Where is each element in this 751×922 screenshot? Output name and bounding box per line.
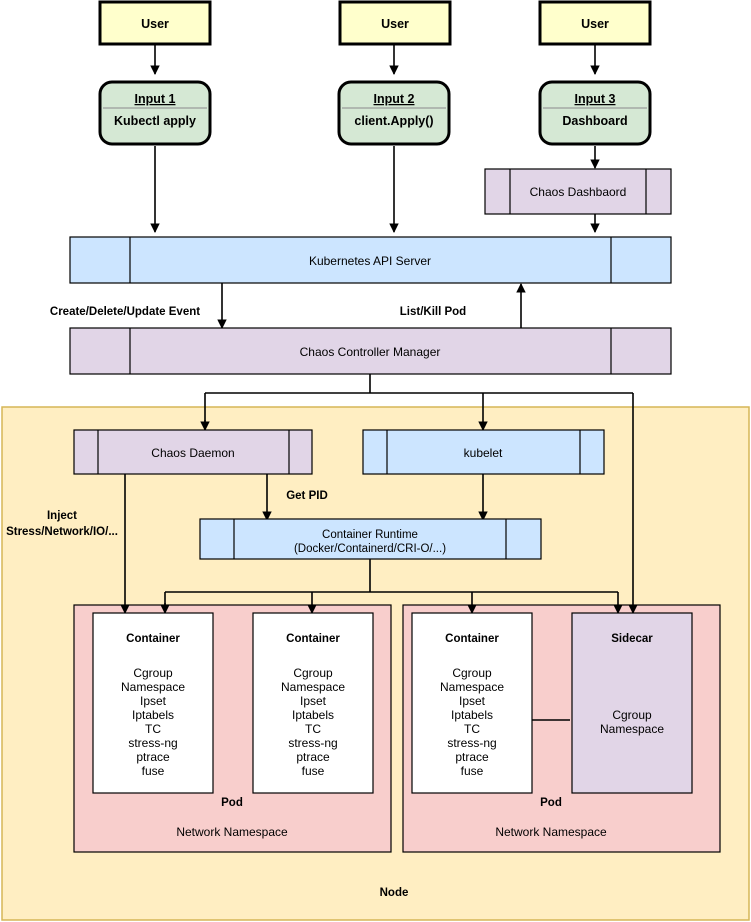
pod-1-label: Pod (221, 797, 243, 809)
container-2-item-0: Cgroup (293, 666, 333, 680)
input-2-body: client.Apply() (354, 114, 433, 128)
chaos-dashboard-box[interactable]: Chaos Dashbaord (484, 168, 672, 215)
node-label: Node (380, 887, 409, 899)
input-3-title: Input 3 (575, 92, 616, 106)
container-box-3[interactable]: Container Cgroup Namespace Ipset Iptabel… (411, 612, 533, 794)
container-runtime-box[interactable]: Container Runtime (Docker/Containerd/CRI… (199, 518, 542, 560)
container-3-item-7: fuse (461, 764, 484, 778)
user-box-2[interactable]: User (338, 0, 452, 46)
pod-1-network-namespace: Network Namespace (176, 825, 288, 839)
input-box-3[interactable]: Input 3 Dashboard (538, 80, 652, 146)
edge-label-inject-line2: Stress/Network/IO/... (6, 526, 118, 538)
user-box-3[interactable]: User (538, 0, 652, 46)
user-3-label: User (581, 17, 609, 31)
edge-label-list-kill-pod: List/Kill Pod (400, 306, 466, 318)
container-3-item-3: Iptabels (451, 708, 493, 722)
sidecar-title: Sidecar (611, 633, 653, 645)
chaos-controller-manager-box[interactable]: Chaos Controller Manager (69, 327, 672, 375)
container-3-item-6: ptrace (455, 750, 489, 764)
input-2-title: Input 2 (374, 92, 415, 106)
container-2-item-7: fuse (302, 764, 325, 778)
user-box-1[interactable]: User (98, 0, 212, 46)
container-1-item-7: fuse (142, 764, 165, 778)
container-1-item-6: ptrace (136, 750, 170, 764)
container-runtime-line2: (Docker/Containerd/CRI-O/...) (294, 543, 446, 555)
sidecar-item-0: Cgroup (612, 708, 652, 722)
container-2-item-1: Namespace (281, 680, 345, 694)
container-2-title: Container (286, 633, 340, 645)
chaos-daemon-label: Chaos Daemon (151, 446, 234, 460)
container-2-item-4: TC (305, 722, 321, 736)
container-1-title: Container (126, 633, 180, 645)
container-3-item-1: Namespace (440, 680, 504, 694)
container-3-item-2: Ipset (459, 694, 486, 708)
container-3-item-0: Cgroup (452, 666, 492, 680)
pod-2-label: Pod (540, 797, 562, 809)
pod-2-network-namespace: Network Namespace (495, 825, 607, 839)
chaos-controller-manager-label: Chaos Controller Manager (300, 345, 441, 359)
edge-label-inject-line1: Inject (47, 510, 77, 522)
kubelet-box[interactable]: kubelet (362, 429, 605, 475)
container-runtime-line1: Container Runtime (322, 529, 418, 541)
chaos-daemon-box[interactable]: Chaos Daemon (73, 429, 313, 475)
input-1-title: Input 1 (135, 92, 176, 106)
kubelet-label: kubelet (464, 446, 503, 460)
container-1-item-1: Namespace (121, 680, 185, 694)
chaos-dashboard-label: Chaos Dashbaord (530, 185, 627, 199)
edge-label-create-delete-update: Create/Delete/Update Event (50, 306, 200, 318)
container-3-title: Container (445, 633, 499, 645)
sidecar-box[interactable]: Sidecar Cgroup Namespace (571, 612, 693, 794)
container-2-item-3: Iptabels (292, 708, 334, 722)
edge-label-get-pid: Get PID (286, 490, 328, 502)
container-2-item-5: stress-ng (288, 736, 337, 750)
input-box-2[interactable]: Input 2 client.Apply() (337, 80, 451, 146)
container-box-2[interactable]: Container Cgroup Namespace Ipset Iptabel… (252, 612, 374, 794)
container-1-item-5: stress-ng (128, 736, 177, 750)
sidecar-item-1: Namespace (600, 722, 664, 736)
container-box-1[interactable]: Container Cgroup Namespace Ipset Iptabel… (92, 612, 214, 794)
user-2-label: User (381, 17, 409, 31)
container-2-item-2: Ipset (300, 694, 327, 708)
input-box-1[interactable]: Input 1 Kubectl apply (98, 80, 212, 146)
container-1-item-3: Iptabels (132, 708, 174, 722)
container-3-item-4: TC (464, 722, 480, 736)
user-1-label: User (141, 17, 169, 31)
container-3-item-5: stress-ng (447, 736, 496, 750)
container-1-item-2: Ipset (140, 694, 167, 708)
kubernetes-api-server-box[interactable]: Kubernetes API Server (69, 236, 672, 284)
container-1-item-0: Cgroup (133, 666, 173, 680)
api-server-label: Kubernetes API Server (309, 254, 431, 268)
container-1-item-4: TC (145, 722, 161, 736)
input-3-body: Dashboard (562, 114, 627, 128)
input-1-body: Kubectl apply (114, 114, 196, 128)
container-2-item-6: ptrace (296, 750, 330, 764)
